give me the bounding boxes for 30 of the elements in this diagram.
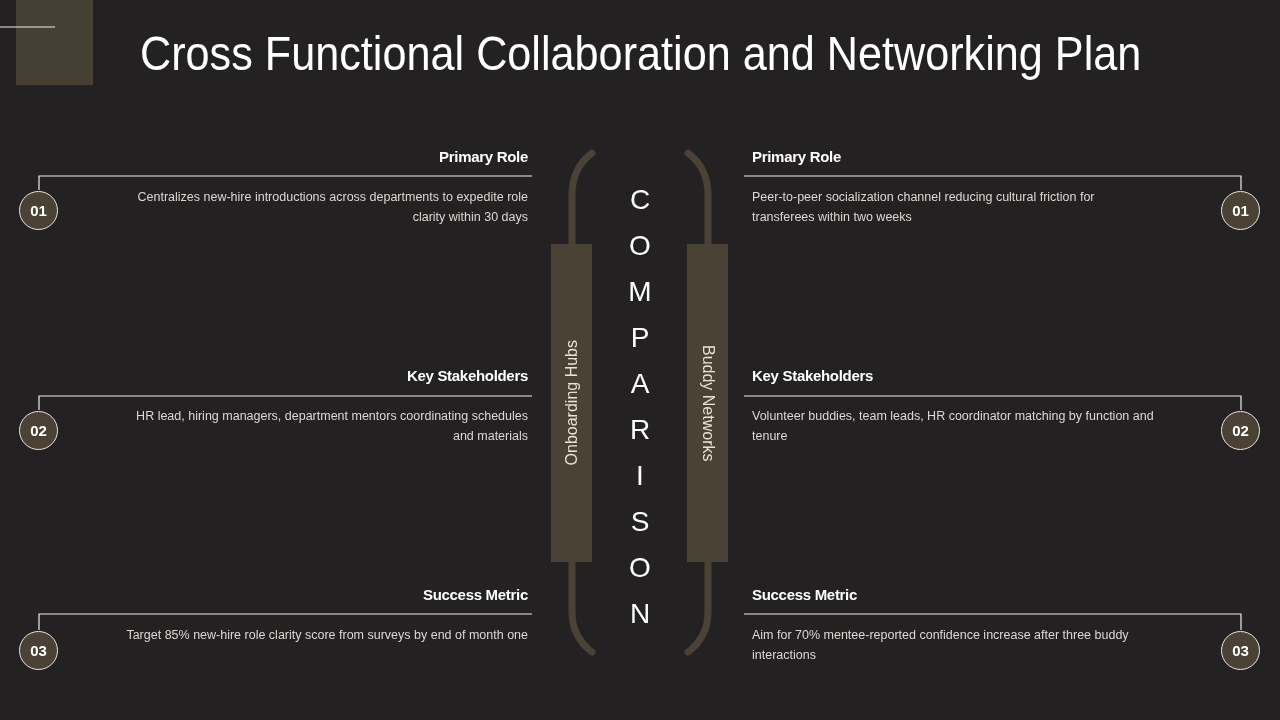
number-circle: 01 [19,191,58,230]
number-circle: 01 [1221,191,1260,230]
section-heading: Success Metric [752,585,858,605]
section-heading: Key Stakeholders [752,366,874,386]
description-text: Volunteer buddies, team leads, HR coordinator matching by function and tenure [752,408,1154,445]
number-circle: 02 [1221,411,1260,450]
description-text: HR lead, hiring managers, department mentors coordinating schedules and materials [135,408,528,445]
section-heading: Key Stakeholders [406,366,528,386]
connector-line [38,613,533,631]
description-text: Peer-to-peer socialization channel reducing cultural friction for transferees within two weeks [752,189,1096,226]
bar-label: Buddy Networks [698,344,718,462]
section-heading: Primary Role [752,147,841,167]
connector-line [743,395,1242,411]
description-text: Target 85% new-hire role clarity score from surveys by end of month one [125,627,528,644]
connector-line [743,175,1242,191]
bar-label: Onboarding Hubs [561,340,581,466]
vertical-bar [687,244,728,562]
connector-line [743,613,1242,631]
number-circle: 03 [19,631,58,670]
connector-line [38,395,533,411]
number-circle: 03 [1221,631,1260,670]
slide-title: Cross Functional Collaboration and Networking Plan [140,26,1142,82]
number-circle: 02 [19,411,58,450]
vertical-heading: COMPARISON [628,183,652,631]
connector-line [38,175,533,191]
vertical-bar [551,244,592,562]
description-text: Aim for 70% mentee-reported confidence increase after three buddy interactions [752,627,1130,664]
section-heading: Success Metric [422,585,528,605]
section-heading: Primary Role [439,147,528,167]
description-text: Centralizes new-hire introductions across departments to expedite role clarity within 30 days [136,189,528,226]
